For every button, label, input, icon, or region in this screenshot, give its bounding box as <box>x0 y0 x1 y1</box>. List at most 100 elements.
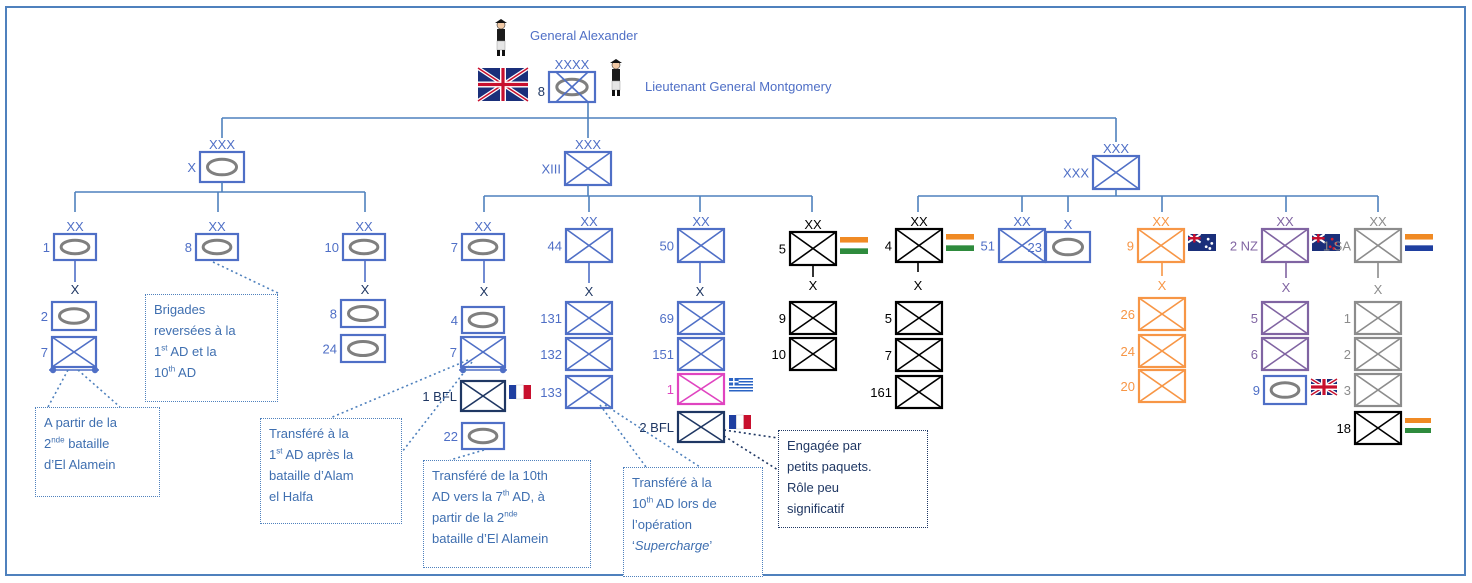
australia-flag-icon <box>1204 245 1208 249</box>
div5-brigade-echelon: X <box>809 278 818 293</box>
south-africa-flag-icon <box>1405 234 1433 240</box>
india-flag-icon <box>840 237 868 243</box>
montgomery-figure-icon <box>611 80 621 91</box>
bde-div10-8-symbol-track <box>346 304 380 323</box>
bde-div2nz-9-label: 9 <box>1253 383 1260 398</box>
bde-div1-7-symbol-cross <box>51 336 97 368</box>
note-supercharge: Transféré à la 10th AD lors de l’opérati… <box>623 467 763 577</box>
division-11-echelon: XX <box>1276 214 1294 229</box>
bde-div2nz-6-symbol-cross <box>1261 337 1309 371</box>
greece-flag-icon <box>729 381 753 383</box>
army-number: 8 <box>538 84 545 99</box>
bde-div50-69-label: 69 <box>660 311 674 326</box>
division-3-symbol-track <box>467 238 499 256</box>
india-flag-icon <box>1405 423 1431 428</box>
bde-div1sa-3-label: 3 <box>1344 383 1351 398</box>
callout-leader <box>723 435 779 471</box>
bde-div50-1-greek-symbol-cross <box>677 373 725 405</box>
bde-div7-22-label: 22 <box>444 429 458 444</box>
bde-div7-7-wheels <box>499 366 507 374</box>
bde-div50-1-greek-label: 1 <box>667 382 674 397</box>
bde-div4-5-symbol-cross <box>895 301 943 335</box>
note-a-partir-de-la-2nde: A partir de la 2nde bataille d’El Alamei… <box>35 407 160 497</box>
bde-div1-7-label: 7 <box>41 345 48 360</box>
corps-xxx-echelon: XXX <box>1103 141 1129 156</box>
bde-div7-4-symbol-track <box>467 311 499 329</box>
bde-div1sa-3-symbol-cross <box>1354 373 1402 407</box>
india-flag-icon <box>946 234 974 240</box>
bde-div5-10-symbol-cross <box>789 337 837 371</box>
division-10-echelon: XX <box>1152 214 1170 229</box>
corps-x-symbol-track <box>205 157 239 177</box>
bde-div4-5-label: 5 <box>885 311 892 326</box>
new-zealand-flag-icon <box>1332 247 1336 250</box>
army-commander-name: Lieutenant General Montgomery <box>645 79 832 94</box>
note-transfere-10th-vers-7th: Transféré de la 10th AD vers la 7th AD, … <box>423 460 591 568</box>
montgomery-figure-icon <box>612 69 620 81</box>
army-symbol-track <box>555 77 589 97</box>
corps-x-echelon: XXX <box>209 137 235 152</box>
new-zealand-flag-icon <box>1330 237 1334 241</box>
callout-leader <box>449 449 485 461</box>
corps-xxx-label: XXX <box>1063 166 1089 181</box>
montgomery-figure-icon <box>617 90 620 96</box>
division-5-label: 50 <box>660 239 674 254</box>
bde-div5-9-symbol-cross <box>789 301 837 335</box>
general-figure-icon <box>497 50 500 56</box>
callout-leader <box>599 404 647 468</box>
india-flag-icon <box>1405 418 1431 423</box>
bde-div44-131-symbol-cross <box>565 301 613 335</box>
france-flag-icon <box>509 385 517 399</box>
div9-brigade-echelon: X <box>1158 278 1167 293</box>
division-2-label: 10 <box>325 240 339 255</box>
division-9-symbol-track <box>1051 237 1085 257</box>
division-1-echelon: XX <box>208 219 226 234</box>
division-5-symbol-cross <box>677 228 725 263</box>
bde-div5-9-label: 9 <box>779 311 786 326</box>
division-3-echelon: XX <box>474 219 492 234</box>
division-8-label: 51 <box>981 239 995 254</box>
corps-x-label: X <box>187 160 196 175</box>
france-flag-icon <box>743 415 751 429</box>
corps-xiii-label: XIII <box>541 162 561 177</box>
bde-div5-10-label: 10 <box>772 347 786 362</box>
general-figure-icon <box>495 19 507 23</box>
bde-div7-7-label: 7 <box>450 345 457 360</box>
division-4-label: 44 <box>548 239 562 254</box>
bde-div7-4-label: 4 <box>451 313 458 328</box>
india-flag-icon <box>946 239 974 246</box>
bde-div50-2bfl-label: 2 BFL <box>639 420 674 435</box>
division-11-symbol-cross <box>1261 228 1309 263</box>
corps-xxx-symbol-cross <box>1092 155 1140 190</box>
division-2-symbol-track <box>348 238 380 256</box>
div50-brigade-echelon: X <box>696 284 705 299</box>
division-1-symbol-track <box>201 238 233 256</box>
callout-leader <box>47 369 69 408</box>
division-0-echelon: XX <box>66 219 84 234</box>
division-3-label: 7 <box>451 240 458 255</box>
montgomery-figure-icon <box>612 90 615 96</box>
bde-div50-69-symbol-cross <box>677 301 725 335</box>
bde-div9-20-symbol-cross <box>1138 369 1186 403</box>
general-figure-icon <box>497 29 505 41</box>
bde-div44-133-label: 133 <box>540 385 562 400</box>
division-7-symbol-cross <box>895 228 943 263</box>
div1-brigade-echelon: X <box>71 282 80 297</box>
division-0-label: 1 <box>43 240 50 255</box>
bde-div7-7-symbol-cross <box>460 336 506 368</box>
india-flag-icon <box>840 242 868 249</box>
greece-flag-icon <box>729 378 753 380</box>
callout-leader <box>77 369 121 408</box>
bde-div1-7-wheels <box>49 366 57 374</box>
uk-flag-icon <box>478 82 528 87</box>
bde-div1sa-1-label: 1 <box>1344 311 1351 326</box>
bde-div1sa-2-label: 2 <box>1344 347 1351 362</box>
greece-flag-icon <box>729 390 753 392</box>
general-figure-icon <box>496 40 506 51</box>
division-9-label: 23 <box>1028 240 1042 255</box>
div1sa-brigade-echelon: X <box>1374 282 1383 297</box>
bde-div1sa-18-symbol-cross <box>1354 411 1402 445</box>
france-flag-icon <box>523 385 531 399</box>
division-0-symbol-track <box>59 238 91 256</box>
new-zealand-flag-icon <box>1328 245 1332 249</box>
